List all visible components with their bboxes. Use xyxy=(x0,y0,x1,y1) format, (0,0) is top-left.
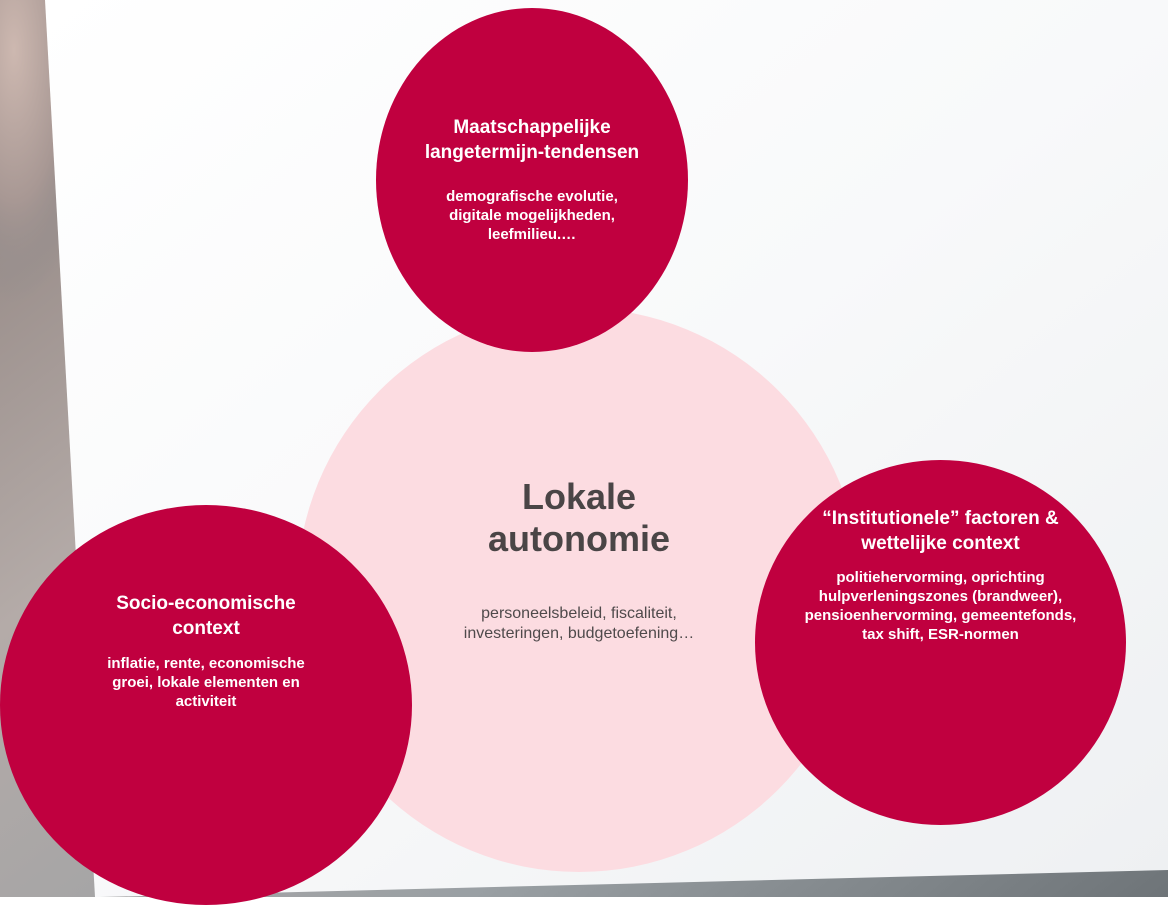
right-circle-title: “Institutionele” factoren & wettelijke c… xyxy=(822,508,1059,554)
left-circle-title: Socio-economische context xyxy=(116,593,296,639)
center-description: personeelsbeleid, fiscaliteit, investeri… xyxy=(463,605,695,642)
circle-socio-economische-context: Socio-economische context inflatie, rent… xyxy=(0,505,412,905)
center-title: Lokale autonomie xyxy=(487,476,670,559)
circle-maatschappelijke-tendensen: Maatschappelijke langetermijn-tendensen … xyxy=(376,8,688,352)
top-circle-text: demografische evolutie, digitale mogelij… xyxy=(446,188,618,243)
circle-institutionele-factoren: “Institutionele” factoren & wettelijke c… xyxy=(755,460,1126,825)
top-circle-title: Maatschappelijke langetermijn-tendensen xyxy=(424,117,640,163)
right-circle-text: politiehervorming, oprichting hulpverlen… xyxy=(804,569,1077,643)
left-circle-text: inflatie, rente, economische groei, loka… xyxy=(107,655,305,710)
